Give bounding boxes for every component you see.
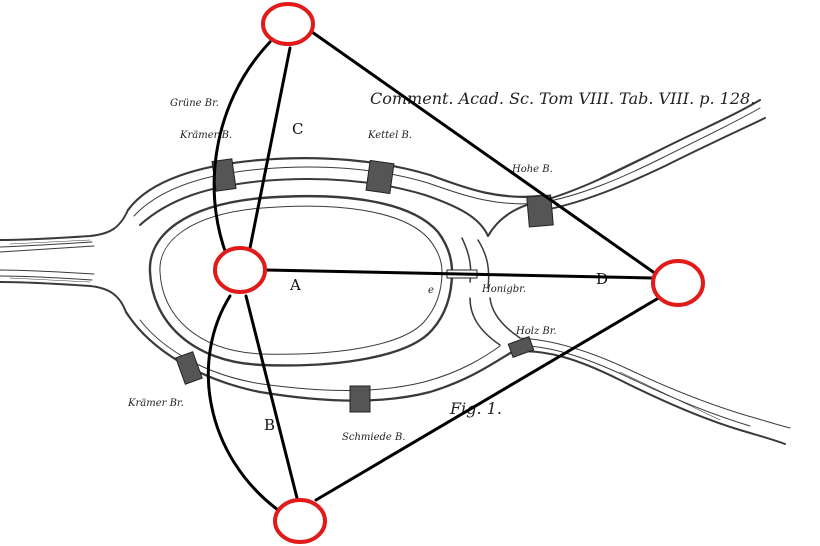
bridge-label-schmiede: Schmiede B. (342, 432, 406, 443)
bridges (175, 158, 554, 413)
graph-edges (206, 30, 664, 512)
edge-a-b-curved (206, 294, 280, 512)
bridge-label-holz: Holz Br. (515, 326, 557, 337)
bridge-holz (507, 336, 535, 358)
header-caption: Comment. Acad. Sc. Tom VIII. Tab. VIII. … (370, 89, 755, 108)
bridge-label-honig: Honigbr. (481, 284, 526, 295)
region-label-b: B (264, 416, 275, 434)
bridge-koettel (365, 159, 395, 195)
bridge-schmiede (349, 385, 371, 413)
bridge-label-hohe: Hohe B. (511, 164, 553, 175)
bridge-kraemer-lower (175, 351, 203, 385)
figure-caption: Fig. 1. (449, 399, 502, 418)
bridge-label-koettel: Kettel B. (367, 130, 412, 141)
node-d[interactable] (651, 259, 705, 307)
region-label-d: D (596, 270, 608, 288)
region-label-a: A (289, 276, 301, 294)
bridge-label-gruene: Grüne Br. (170, 98, 219, 109)
node-c[interactable] (261, 2, 315, 46)
edge-b-d (314, 294, 664, 502)
edge-c-d (310, 30, 658, 276)
edge-c-a-straight (244, 46, 292, 270)
bridge-label-kraemer: Krämer B. (179, 130, 232, 141)
node-a[interactable] (213, 246, 267, 294)
edge-a-d (264, 268, 654, 280)
region-label-c: C (292, 120, 303, 138)
region-label-e: e (428, 285, 434, 296)
bridge-label-kraemer-lower: Krämer Br. (127, 398, 184, 409)
bridge-hohe (526, 194, 554, 228)
node-b[interactable] (273, 498, 327, 544)
edge-a-b-straight (244, 294, 299, 500)
edge-c-a-curved (212, 40, 272, 270)
graph-nodes (213, 2, 705, 544)
